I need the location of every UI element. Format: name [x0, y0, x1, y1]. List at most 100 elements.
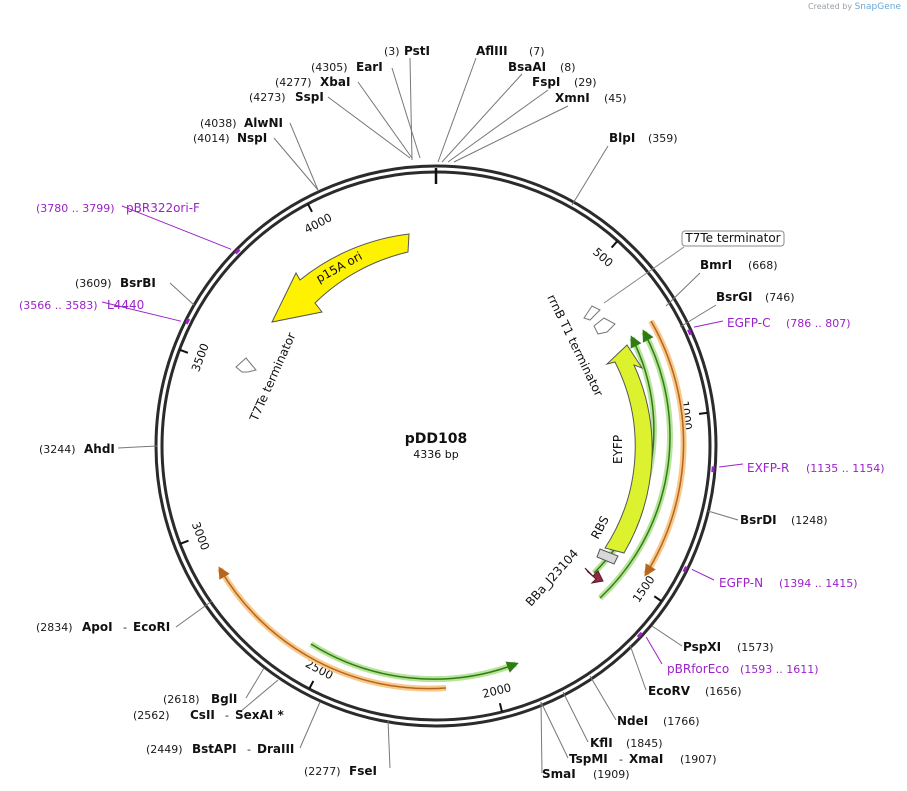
- site-name: BsaAI: [508, 60, 546, 74]
- bp-tick-label: 3500: [188, 341, 211, 373]
- bp-tick-mark: [698, 411, 709, 415]
- site-leader-line: [409, 57, 413, 161]
- site-name: SexAI *: [235, 708, 284, 722]
- primer-range: (1593 .. 1611): [740, 663, 819, 676]
- site-leader-line: [540, 701, 569, 759]
- t7te-label-leader: [603, 246, 685, 304]
- site-name: NdeI: [617, 714, 648, 728]
- site-position: (2562): [133, 709, 170, 722]
- snapgene-credit: Created by SnapGene: [808, 2, 901, 12]
- site-leader-line: [571, 145, 609, 206]
- site-leader-line: [245, 667, 265, 699]
- site-name: EarI: [356, 60, 383, 74]
- site-position: (2277): [304, 765, 341, 778]
- t7te-terminator-glyph-left: [235, 357, 257, 373]
- snapgene-logo: SnapGene: [854, 2, 901, 12]
- site-position: (7): [529, 45, 545, 58]
- t7te-terminator-inner-label: T7Te terminator: [247, 330, 299, 424]
- primer-name: L4440: [107, 298, 144, 312]
- bp-tick-mark: [308, 680, 315, 690]
- primer-leader-line: [719, 463, 744, 468]
- site-leader-line: [175, 600, 213, 628]
- primer-binding-mark: [234, 248, 241, 255]
- site-name: KflI: [590, 736, 613, 750]
- site-position: (359): [648, 132, 678, 145]
- primer-binding-mark: [184, 318, 191, 325]
- primer-marks: [101, 205, 744, 665]
- site-position: (1909): [593, 768, 630, 781]
- p15a-ori-arrow: [271, 233, 410, 323]
- site-separator: -: [619, 753, 623, 766]
- site-name: ApoI: [82, 620, 113, 634]
- site-name: BlpI: [609, 131, 635, 145]
- site-name: AhdI: [84, 442, 115, 456]
- site-position: (4305): [311, 61, 348, 74]
- site-leader-line: [387, 719, 391, 769]
- site-separator: -: [123, 621, 127, 634]
- site-leader-line: [289, 122, 319, 191]
- site-position: (2834): [36, 621, 73, 634]
- site-position: (2618): [163, 693, 200, 706]
- primer-leader-line: [121, 205, 232, 250]
- rrnb-terminator-glyph: [583, 305, 601, 321]
- site-position: (3609): [75, 277, 112, 290]
- primer-range: (786 .. 807): [786, 317, 851, 330]
- site-leader-line: [273, 137, 319, 191]
- site-position: (1656): [705, 685, 742, 698]
- bp-tick-mark: [498, 702, 504, 713]
- site-position: (29): [574, 76, 597, 89]
- site-position: (1248): [791, 514, 828, 527]
- site-name: CsII: [190, 708, 215, 722]
- site-name: PstI: [404, 44, 430, 58]
- site-leader-line: [651, 625, 683, 647]
- bp-tick-label: 3000: [189, 520, 213, 552]
- site-leader-line: [357, 81, 413, 159]
- site-leader-lines: [117, 57, 739, 774]
- bp-tick-label: 2000: [481, 680, 513, 701]
- bp-tick-mark: [306, 203, 313, 213]
- primer-range: (3780 .. 3799): [36, 202, 115, 215]
- site-leader-line: [437, 57, 477, 163]
- site-leader-line: [441, 73, 523, 163]
- site-leader-line: [169, 282, 195, 306]
- primer-range: (3566 .. 3583): [19, 299, 98, 312]
- site-position: (3244): [39, 443, 76, 456]
- site-leader-line: [589, 675, 617, 721]
- primer-name: EGFP-C: [727, 316, 770, 330]
- primer-name: pBRforEco: [667, 662, 729, 676]
- site-position: (3): [384, 45, 400, 58]
- site-name: NspI: [237, 131, 267, 145]
- site-leader-line: [707, 510, 739, 521]
- orf-orange-bottom: [217, 567, 447, 692]
- primer-name: pBR322ori-F: [126, 201, 200, 215]
- site-position: (4277): [275, 76, 312, 89]
- site-leader-line: [665, 272, 701, 307]
- site-name: AflIII: [476, 44, 508, 58]
- site-name: BsrBI: [120, 276, 156, 290]
- bp-tick-mark: [179, 348, 189, 354]
- primer-leader-line: [691, 568, 715, 581]
- site-name: XmnI: [555, 91, 590, 105]
- bp-tick-mark: [179, 539, 189, 545]
- site-position: (746): [765, 291, 795, 304]
- primer-name: EGFP-N: [719, 576, 763, 590]
- eyfp-label: EYFP: [611, 435, 625, 464]
- credit-text: Created by: [808, 2, 853, 11]
- site-position: (1907): [680, 753, 717, 766]
- primer-leader-line: [101, 301, 182, 322]
- primer-binding-mark: [682, 566, 688, 573]
- primer-range: (1135 .. 1154): [806, 462, 885, 475]
- bp-tick-label: 500: [590, 245, 616, 270]
- site-name: BsrGI: [716, 290, 753, 304]
- primer-leader-line: [645, 636, 663, 665]
- t7te-label-box: [681, 230, 785, 247]
- site-name: FseI: [349, 764, 377, 778]
- site-leader-line: [391, 67, 421, 159]
- bp-tick-label: 1500: [630, 573, 658, 605]
- site-name: XmaI: [629, 752, 663, 766]
- site-name: BmrI: [700, 258, 732, 272]
- site-position: (45): [604, 92, 627, 105]
- site-position: (4014): [193, 132, 230, 145]
- site-leader-line: [453, 105, 569, 163]
